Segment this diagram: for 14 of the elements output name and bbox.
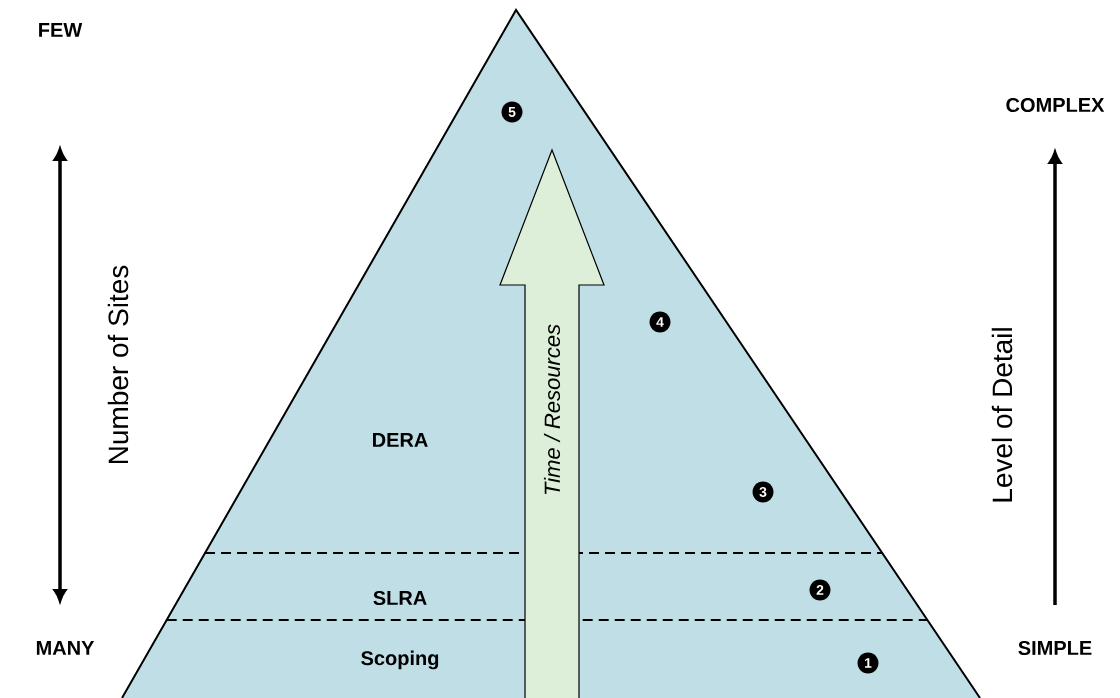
node-label: DERA — [373, 433, 428, 447]
axis-title: Number of Sites — [107, 265, 129, 464]
callout-number: 2 — [809, 579, 831, 601]
node-label: Scoping — [361, 650, 439, 670]
axis-label: MANY — [36, 641, 95, 655]
callout-number: 5 — [501, 101, 523, 123]
callout-number: 1 — [857, 652, 879, 674]
node-label: SLRA — [373, 590, 427, 606]
callout-number: 3 — [752, 481, 774, 503]
axis-title: Level of Detail — [991, 328, 1013, 502]
axis-label: FEW — [39, 23, 83, 37]
axis-label: COMPLEX — [1006, 97, 1105, 113]
axis-label: SIMPLE — [1018, 640, 1092, 656]
callout-number: 4 — [649, 311, 671, 333]
